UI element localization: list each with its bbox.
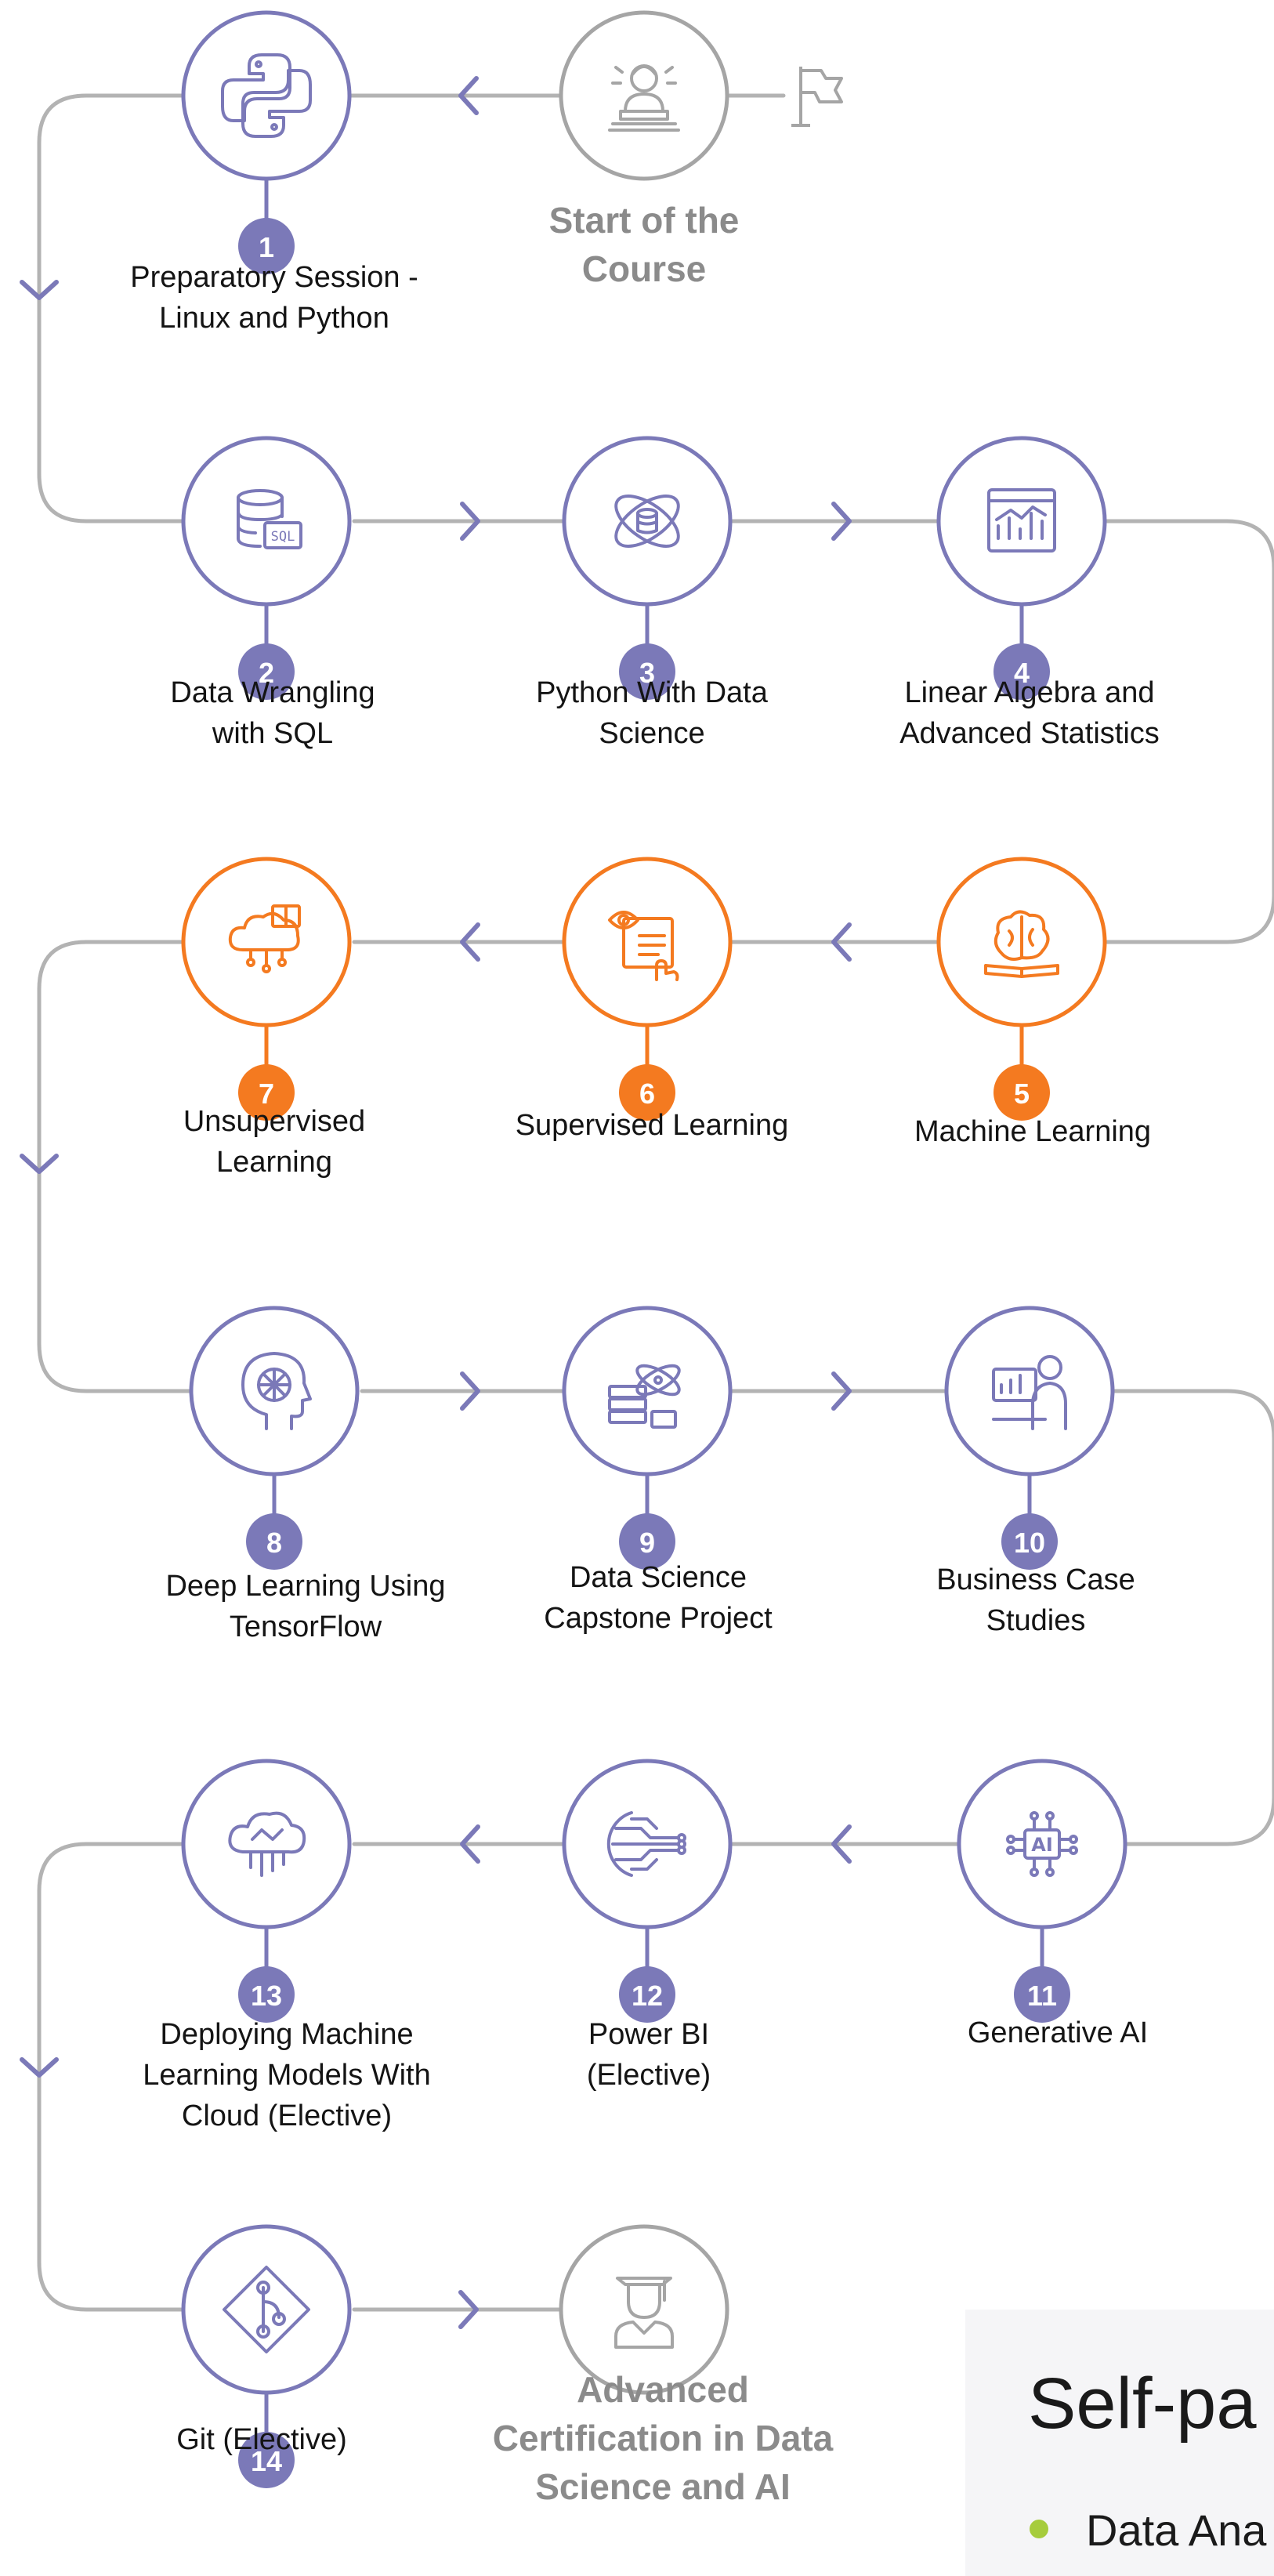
step-circle xyxy=(562,1306,733,1476)
step-number-badge xyxy=(246,1513,302,1570)
finish-node-circle xyxy=(559,2224,729,2395)
panel-bullet-icon xyxy=(1030,2520,1048,2538)
step-circle xyxy=(181,857,352,1027)
step-number-badge xyxy=(619,1513,675,1570)
step-number-badge xyxy=(619,1966,675,2023)
roadmap-step: 9 xyxy=(562,1306,733,1570)
python-icon xyxy=(221,53,312,138)
ai-chip-icon: AI xyxy=(1006,1811,1078,1877)
step-number: 5 xyxy=(1014,1078,1030,1110)
sql-database-icon: SQL xyxy=(237,489,302,549)
step-label: Business Case Studies xyxy=(936,1563,1135,1637)
step-label: Preparatory Session - Linux and Python xyxy=(130,261,418,335)
start-node xyxy=(559,10,729,181)
step-circle xyxy=(957,1759,1127,1929)
start-label: Start of the Course xyxy=(548,200,740,289)
roadmap-step: 7 xyxy=(181,857,352,1121)
step-circle xyxy=(944,1306,1115,1476)
step-number-badge xyxy=(1001,1513,1058,1570)
roadmap-step: 3 xyxy=(562,436,733,700)
roadmap-connectors xyxy=(20,67,1274,2329)
step-number-badge xyxy=(238,1966,295,2023)
teacher-reading-icon xyxy=(608,64,680,132)
step-number: 3 xyxy=(639,657,655,689)
step-number-badge xyxy=(619,1064,675,1121)
roadmap-step: 4 xyxy=(936,436,1107,700)
step-number: 7 xyxy=(259,1078,274,1110)
step-number: 14 xyxy=(251,2445,282,2477)
roadmap-step: 10 xyxy=(944,1306,1115,1570)
roadmap-step: 13 xyxy=(181,1759,352,2023)
finish-node xyxy=(559,2224,729,2395)
git-icon xyxy=(223,2266,310,2353)
step-label: Data Wrangling with SQL xyxy=(170,676,375,750)
finish-label: Advanced Certification in Data Science a… xyxy=(492,2369,834,2507)
step-number-badge xyxy=(994,643,1050,700)
step-label: Git (Elective) xyxy=(176,2423,347,2456)
step-number: 10 xyxy=(1014,1527,1045,1559)
flag-icon xyxy=(791,67,843,127)
svg-text:AI: AI xyxy=(1031,1834,1053,1856)
step-number: 6 xyxy=(639,1078,655,1110)
step-label: Unsupervised Learning xyxy=(183,1105,366,1179)
step-label: Linear Algebra and Advanced Statistics xyxy=(899,676,1160,750)
step-number-badge xyxy=(238,643,295,700)
step-label: Generative AI xyxy=(967,2016,1149,2049)
step-circle xyxy=(562,436,733,607)
step-number-badge xyxy=(619,643,675,700)
step-number-badge xyxy=(238,1064,295,1121)
head-network-icon xyxy=(241,1352,312,1430)
step-label: Data Science Capstone Project xyxy=(544,1561,773,1635)
svg-text:SQL: SQL xyxy=(271,529,295,545)
roadmap-step: SQL 2 xyxy=(181,436,352,700)
roadmap-step: 8 xyxy=(189,1306,360,1570)
roadmap-step: 12 xyxy=(562,1759,733,2023)
self-paced-panel-item: Data Ana xyxy=(1086,2505,1267,2555)
eye-document-icon xyxy=(608,911,679,981)
step-number-badge xyxy=(1014,1966,1070,2023)
step-number: 9 xyxy=(639,1527,655,1559)
self-paced-panel-title: Self-pa xyxy=(1028,2364,1257,2444)
step-number-badge xyxy=(238,218,295,274)
step-number: 11 xyxy=(1027,1980,1057,2012)
roadmap-step: AI 11 xyxy=(957,1759,1127,2023)
step-label: Machine Learning xyxy=(914,1115,1152,1148)
step-circle xyxy=(181,436,352,607)
cloud-circuit-icon xyxy=(228,1811,306,1877)
step-label: Deploying Machine Learning Models With C… xyxy=(143,2018,431,2132)
step-label: Supervised Learning xyxy=(515,1109,789,1142)
step-circle xyxy=(936,436,1107,607)
step-number-badge xyxy=(238,2432,295,2488)
step-circle xyxy=(562,857,733,1027)
roadmap-step: 6 xyxy=(562,857,733,1121)
roadmap-step: 5 xyxy=(936,857,1107,1121)
step-number: 4 xyxy=(1014,657,1030,689)
step-circle xyxy=(181,1759,352,1929)
step-number-badge xyxy=(994,1064,1050,1121)
step-number: 1 xyxy=(259,231,274,263)
step-number: 8 xyxy=(266,1527,282,1559)
server-atom-icon xyxy=(608,1364,681,1429)
presenter-chart-icon xyxy=(992,1355,1067,1430)
brain-book-icon xyxy=(984,910,1059,978)
step-label: Deep Learning Using TensorFlow xyxy=(165,1570,446,1643)
roadmap-step: 14 xyxy=(181,2224,352,2488)
step-number: 13 xyxy=(251,1980,282,2012)
step-circle xyxy=(181,10,352,181)
data-orbit-icon xyxy=(614,495,680,548)
circuit-icon xyxy=(606,1811,686,1877)
step-label: Python With Data Science xyxy=(536,676,768,750)
step-number: 12 xyxy=(632,1980,663,2012)
roadmap-step: 1 xyxy=(181,10,352,274)
step-number: 2 xyxy=(259,657,274,689)
self-paced-panel xyxy=(965,2310,1274,2576)
step-label: Power BI (Elective) xyxy=(586,2018,711,2092)
graduate-icon xyxy=(614,2277,674,2349)
cloud-book-icon xyxy=(228,904,301,973)
step-circle xyxy=(181,2224,352,2395)
statistics-chart-icon xyxy=(987,488,1056,553)
